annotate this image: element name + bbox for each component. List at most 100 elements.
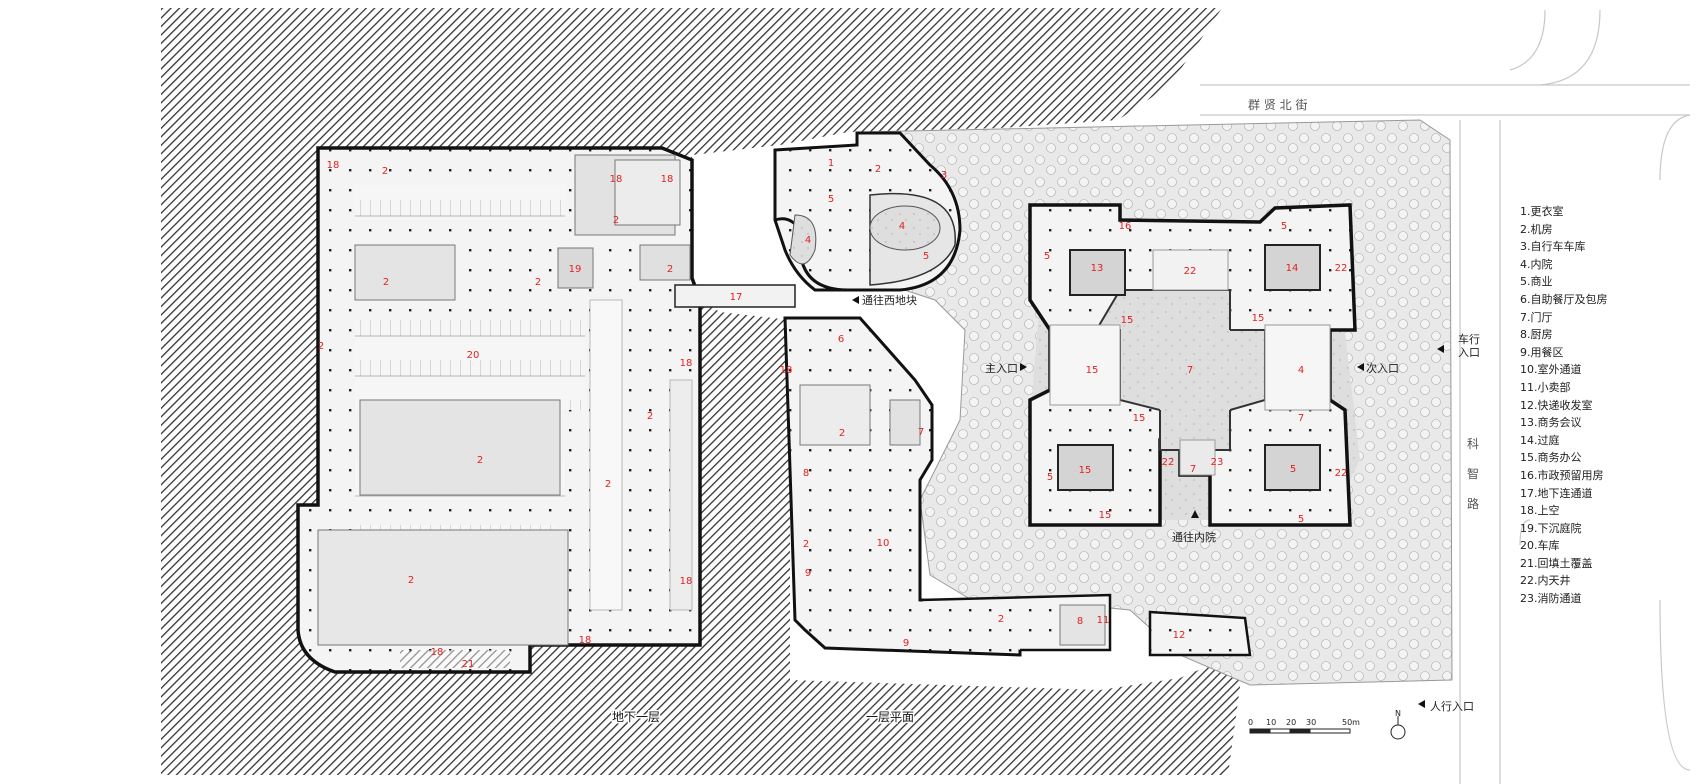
room-number: 1 [828, 158, 834, 169]
room-number: 2 [383, 277, 389, 288]
label-to-west-block: 通往西地块 [862, 293, 917, 307]
room-number: 2 [803, 539, 809, 550]
legend-item: 13.商务会议 [1520, 416, 1582, 430]
room-number: 15 [1099, 510, 1112, 521]
ground-floor-main-plan [1028, 203, 1357, 527]
room-number: 2 [408, 575, 414, 586]
room-number: 23 [1211, 457, 1224, 468]
legend-item: 23.消防通道 [1520, 592, 1582, 606]
room-number: 18 [680, 358, 693, 369]
scale-tick-50: 50m [1342, 718, 1360, 727]
label-pedestrian-entrance: 人行入口 [1430, 700, 1474, 713]
legend-item: 10.室外通道 [1520, 363, 1582, 377]
room-number: 12 [1173, 630, 1186, 641]
legend-item: 4.内院 [1520, 257, 1553, 271]
legend-item: 15.商务办公 [1520, 451, 1582, 465]
room-number: 15 [1121, 315, 1134, 326]
legend: 1.更衣室 2.机房 3.自行车车库 4.内院 5.商业 6.自助餐厅及包房 7… [1520, 203, 1690, 608]
street-label-north: 群 贤 北 街 [1248, 98, 1307, 112]
room-number: 7 [1298, 413, 1304, 424]
legend-item: 6.自助餐厅及包房 [1520, 292, 1608, 306]
legend-item: 8.厨房 [1520, 328, 1553, 342]
legend-item: 22.内天井 [1520, 574, 1571, 588]
room-number: 15 [1252, 313, 1265, 324]
room-number: 11 [1097, 615, 1110, 626]
room-number: 2 [839, 428, 845, 439]
scale-tick-20: 20 [1286, 718, 1296, 727]
legend-item: 21.回填土覆盖 [1520, 556, 1593, 570]
room-number: 15 [1086, 365, 1099, 376]
room-number: 22 [1335, 263, 1348, 274]
legend-item: 1.更衣室 [1520, 205, 1564, 218]
room-number: 8 [803, 468, 809, 479]
legend-item: 19.下沉庭院 [1520, 521, 1582, 535]
room-number: 2 [477, 455, 483, 466]
room-number: 13 [1091, 263, 1104, 274]
basement-floor-plan [296, 146, 702, 674]
room-number: 2 [535, 277, 541, 288]
room-number: 20 [467, 350, 480, 361]
legend-item: 2.机房 [1520, 222, 1553, 236]
legend-item: 17.地下连通道 [1520, 486, 1593, 500]
legend-item: 5.商业 [1520, 275, 1553, 289]
street-label-east-3: 路 [1467, 496, 1479, 511]
legend-item: 11.小卖部 [1520, 380, 1571, 394]
room-number: 2 [382, 166, 388, 177]
room-number: 5 [1281, 221, 1287, 232]
label-main-entrance: 主入口 [985, 362, 1018, 375]
label-to-courtyard: 通往内院 [1172, 530, 1216, 544]
room-number: 2 [613, 215, 619, 226]
room-number: 5 [1298, 514, 1304, 525]
legend-item: 3.自行车车库 [1520, 240, 1586, 254]
room-number: 14 [1286, 263, 1299, 274]
north-arrow-label: N [1395, 709, 1401, 718]
room-number: 19 [569, 264, 582, 275]
room-number: 18 [661, 174, 674, 185]
room-number: 15 [1079, 465, 1092, 476]
ground-floor-west-plan [773, 131, 1252, 657]
street-label-east-2: 智 [1467, 466, 1479, 481]
street-label-east-1: 科 [1467, 437, 1479, 451]
room-number: 5 [1290, 464, 1296, 475]
entrance-arrows [852, 296, 1444, 708]
legend-item: 18.上空 [1520, 504, 1560, 518]
room-number: 18 [327, 160, 340, 171]
scale-tick-30: 30 [1306, 718, 1316, 727]
underground-passage [674, 284, 796, 308]
room-number: 18 [431, 647, 444, 658]
room-number: 10 [877, 538, 890, 549]
room-number: 2 [605, 479, 611, 490]
legend-item: 9.用餐区 [1520, 345, 1564, 359]
room-number: 18 [610, 174, 623, 185]
room-number: 5 [1044, 251, 1050, 262]
plan-title-basement: 地下一层 [612, 710, 660, 724]
label-vehicle-entrance-2: 入口 [1458, 346, 1480, 359]
roads [1200, 9, 1691, 784]
room-number: 2 [647, 411, 653, 422]
room-number: 3 [941, 170, 947, 181]
room-number: 9 [805, 568, 811, 579]
plan-title-ground: 一层平面 [866, 710, 914, 724]
scale-bar [1249, 716, 1406, 740]
label-secondary-entrance: 次入口 [1366, 361, 1399, 375]
scale-tick-10: 10 [1266, 718, 1276, 727]
room-number: 2 [998, 614, 1004, 625]
legend-item: 7.门厅 [1520, 310, 1553, 324]
room-number: 9 [903, 638, 909, 649]
room-number: 5 [828, 194, 834, 205]
room-number: 7 [1187, 365, 1193, 376]
room-number: 22 [1184, 266, 1197, 277]
room-number: 4 [1298, 365, 1304, 376]
room-number: 18 [780, 365, 793, 376]
legend-item: 14.过庭 [1520, 433, 1560, 447]
room-number: 2 [318, 341, 324, 352]
room-number: 7 [918, 427, 924, 438]
room-number: 15 [1133, 413, 1146, 424]
scale-tick-0: 0 [1248, 718, 1253, 727]
room-number: 5 [1047, 472, 1053, 483]
legend-item: 20.车库 [1520, 539, 1560, 553]
room-number: 8 [1077, 616, 1083, 627]
room-number: 5 [923, 251, 929, 262]
